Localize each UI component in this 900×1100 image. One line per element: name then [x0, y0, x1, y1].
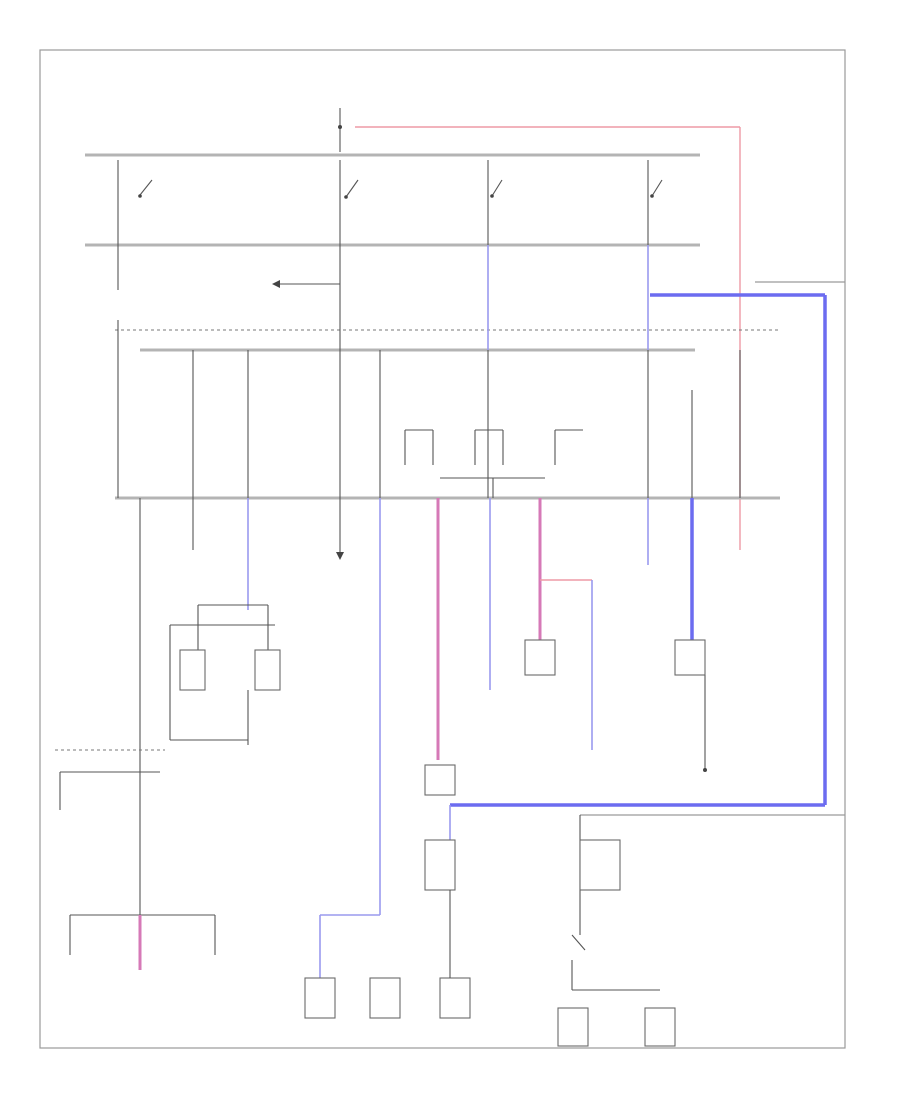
diagram-frame — [39, 49, 846, 1049]
middle-bottom-components — [304, 764, 471, 1019]
ignition-switch-contacts — [117, 160, 663, 245]
blue-circuit-loop — [449, 293, 827, 880]
lower-left-components — [55, 749, 216, 970]
fuses — [192, 350, 741, 498]
right-components — [524, 639, 707, 1047]
fuse-box-relays — [404, 429, 583, 498]
ignition-feeds — [117, 245, 649, 498]
battery-source — [338, 108, 741, 550]
fuse-box-outputs — [139, 498, 706, 915]
left-relay-cluster — [169, 604, 281, 745]
